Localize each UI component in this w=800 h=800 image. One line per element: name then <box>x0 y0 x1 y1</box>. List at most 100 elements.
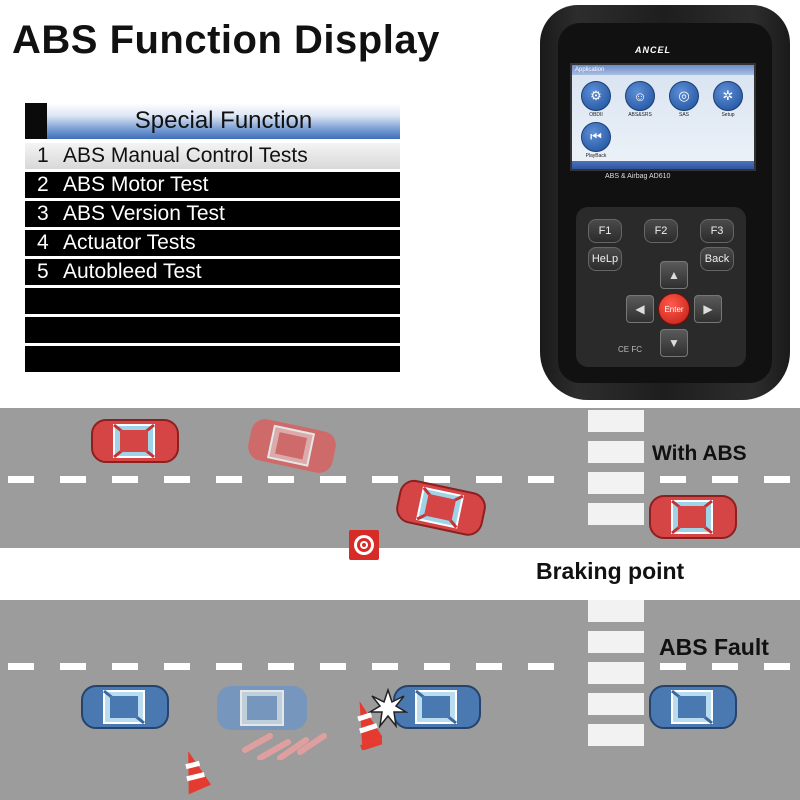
lane-dash <box>476 476 502 483</box>
lane-dash <box>112 663 138 670</box>
red-car-icon <box>649 495 737 539</box>
menu-item-number: 3 <box>37 202 49 225</box>
app-playback[interactable]: ⏮ PlayBack <box>574 122 618 159</box>
menu-item-actuator-tests[interactable]: 4 Actuator Tests <box>25 230 400 256</box>
menu-item-abs-motor-test[interactable]: 2 ABS Motor Test <box>25 172 400 198</box>
lane-dash <box>216 476 242 483</box>
app-label: ABS&SRS <box>628 112 652 118</box>
menu-item-label: Autobleed Test <box>63 260 202 283</box>
app-label: OBDII <box>589 112 603 118</box>
lane-dash <box>320 476 346 483</box>
lane-dash <box>528 663 554 670</box>
menu-item-abs-manual-control-tests[interactable]: 1 ABS Manual Control Tests <box>25 143 400 169</box>
target-icon <box>349 530 379 560</box>
rewind-icon: ⏮ <box>581 122 611 152</box>
certification-marks: CE FC <box>618 345 642 354</box>
crosswalk-stripe <box>588 662 644 684</box>
crosswalk-stripe <box>588 472 644 494</box>
menu-header: Special Function <box>25 103 400 139</box>
lane-dash <box>8 476 34 483</box>
abs-srs-icon: ☺ <box>625 81 655 111</box>
menu-item-abs-version-test[interactable]: 3 ABS Version Test <box>25 201 400 227</box>
lane-dash <box>8 663 34 670</box>
f1-key[interactable]: F1 <box>588 219 622 243</box>
lane-dash <box>764 663 790 670</box>
crosswalk-stripe <box>588 693 644 715</box>
crosswalk-stripe <box>588 503 644 525</box>
screen-footer <box>572 161 754 169</box>
lane-dash <box>476 663 502 670</box>
skid-marks-icon <box>242 733 327 760</box>
lane-dash <box>164 476 190 483</box>
enter-key[interactable]: Enter <box>658 293 690 325</box>
lane-dash <box>60 663 86 670</box>
f2-key[interactable]: F2 <box>644 219 678 243</box>
menu-item-label: ABS Version Test <box>63 202 225 225</box>
arrow-left-icon[interactable]: ◀ <box>626 295 654 323</box>
menu-item-number: 4 <box>37 231 49 254</box>
device-model: ABS & Airbag AD610 <box>605 173 671 180</box>
app-obdii[interactable]: ⚙ OBDII <box>574 81 618 118</box>
keypad: F1 F2 F3 HeLp Back ▲ ◀ ▶ ▼ Enter <box>576 207 746 367</box>
app-label: SAS <box>678 112 689 118</box>
lane-dash <box>372 663 398 670</box>
traffic-cone-icon <box>185 751 212 795</box>
page-title: ABS Function Display <box>12 18 440 62</box>
blue-car-icon <box>649 685 737 729</box>
lane-dash <box>268 663 294 670</box>
crosswalk-stripe <box>588 724 644 746</box>
back-key[interactable]: Back <box>700 247 734 271</box>
menu-item-empty <box>25 346 400 372</box>
lane-dash <box>320 663 346 670</box>
lane-dash <box>528 476 554 483</box>
app-setup[interactable]: ✲ Setup <box>706 81 750 118</box>
menu-item-autobleed-test[interactable]: 5 Autobleed Test <box>25 259 400 285</box>
blue-car-icon <box>81 685 169 729</box>
lane-dash <box>372 476 398 483</box>
red-car-icon <box>396 479 486 536</box>
lane-dash <box>424 663 450 670</box>
brand-logo: ANCEL <box>635 45 671 55</box>
arrow-down-icon[interactable]: ▼ <box>660 329 688 357</box>
crosswalk-stripe <box>588 631 644 653</box>
menu-item-number: 1 <box>37 144 49 167</box>
steering-wheel-icon: ◎ <box>669 81 699 111</box>
app-label: PlayBack <box>585 153 607 159</box>
menu-list: 1 ABS Manual Control Tests 2 ABS Motor T… <box>25 143 400 372</box>
app-label: Setup <box>721 112 735 118</box>
directional-pad: ▲ ◀ ▶ ▼ Enter <box>626 261 722 357</box>
menu-item-empty <box>25 288 400 314</box>
arrow-right-icon[interactable]: ▶ <box>694 295 722 323</box>
arrow-up-icon[interactable]: ▲ <box>660 261 688 289</box>
device-screen: Application ⚙ OBDII ☺ ABS&SRS ◎ SAS ✲ Se… <box>570 63 756 171</box>
impact-spark-icon <box>368 688 408 728</box>
menu-item-label: Actuator Tests <box>63 231 196 254</box>
menu-item-number: 2 <box>37 173 49 196</box>
lane-dash <box>424 476 450 483</box>
crosswalk-stripe <box>588 410 644 432</box>
menu-item-number: 5 <box>37 260 49 283</box>
menu-item-label: ABS Motor Test <box>63 173 209 196</box>
crosswalk-stripe <box>588 441 644 463</box>
f3-key[interactable]: F3 <box>700 219 734 243</box>
lane-dash <box>112 476 138 483</box>
lane-dash <box>216 663 242 670</box>
help-key[interactable]: HeLp <box>588 247 622 271</box>
lane-dash <box>712 663 738 670</box>
app-sas[interactable]: ◎ SAS <box>662 81 706 118</box>
app-abs-srs[interactable]: ☺ ABS&SRS <box>618 81 662 118</box>
special-function-menu: Special Function 1 ABS Manual Control Te… <box>25 103 400 375</box>
lane-dash <box>660 476 686 483</box>
engine-icon: ⚙ <box>581 81 611 111</box>
with-abs-label: With ABS <box>652 442 747 465</box>
scanner-device: ANCEL Application ⚙ OBDII ☺ ABS&SRS ◎ SA… <box>540 5 790 400</box>
screen-title: Application <box>572 65 754 75</box>
traffic-cone-icon <box>357 701 382 750</box>
lane-dash <box>764 476 790 483</box>
gear-icon: ✲ <box>713 81 743 111</box>
braking-point-label: Braking point <box>536 558 685 584</box>
blue-car-sliding-icon <box>217 686 307 730</box>
lane-dash <box>712 476 738 483</box>
red-car-skidding-icon <box>248 419 336 473</box>
blue-car-icon <box>393 685 481 729</box>
